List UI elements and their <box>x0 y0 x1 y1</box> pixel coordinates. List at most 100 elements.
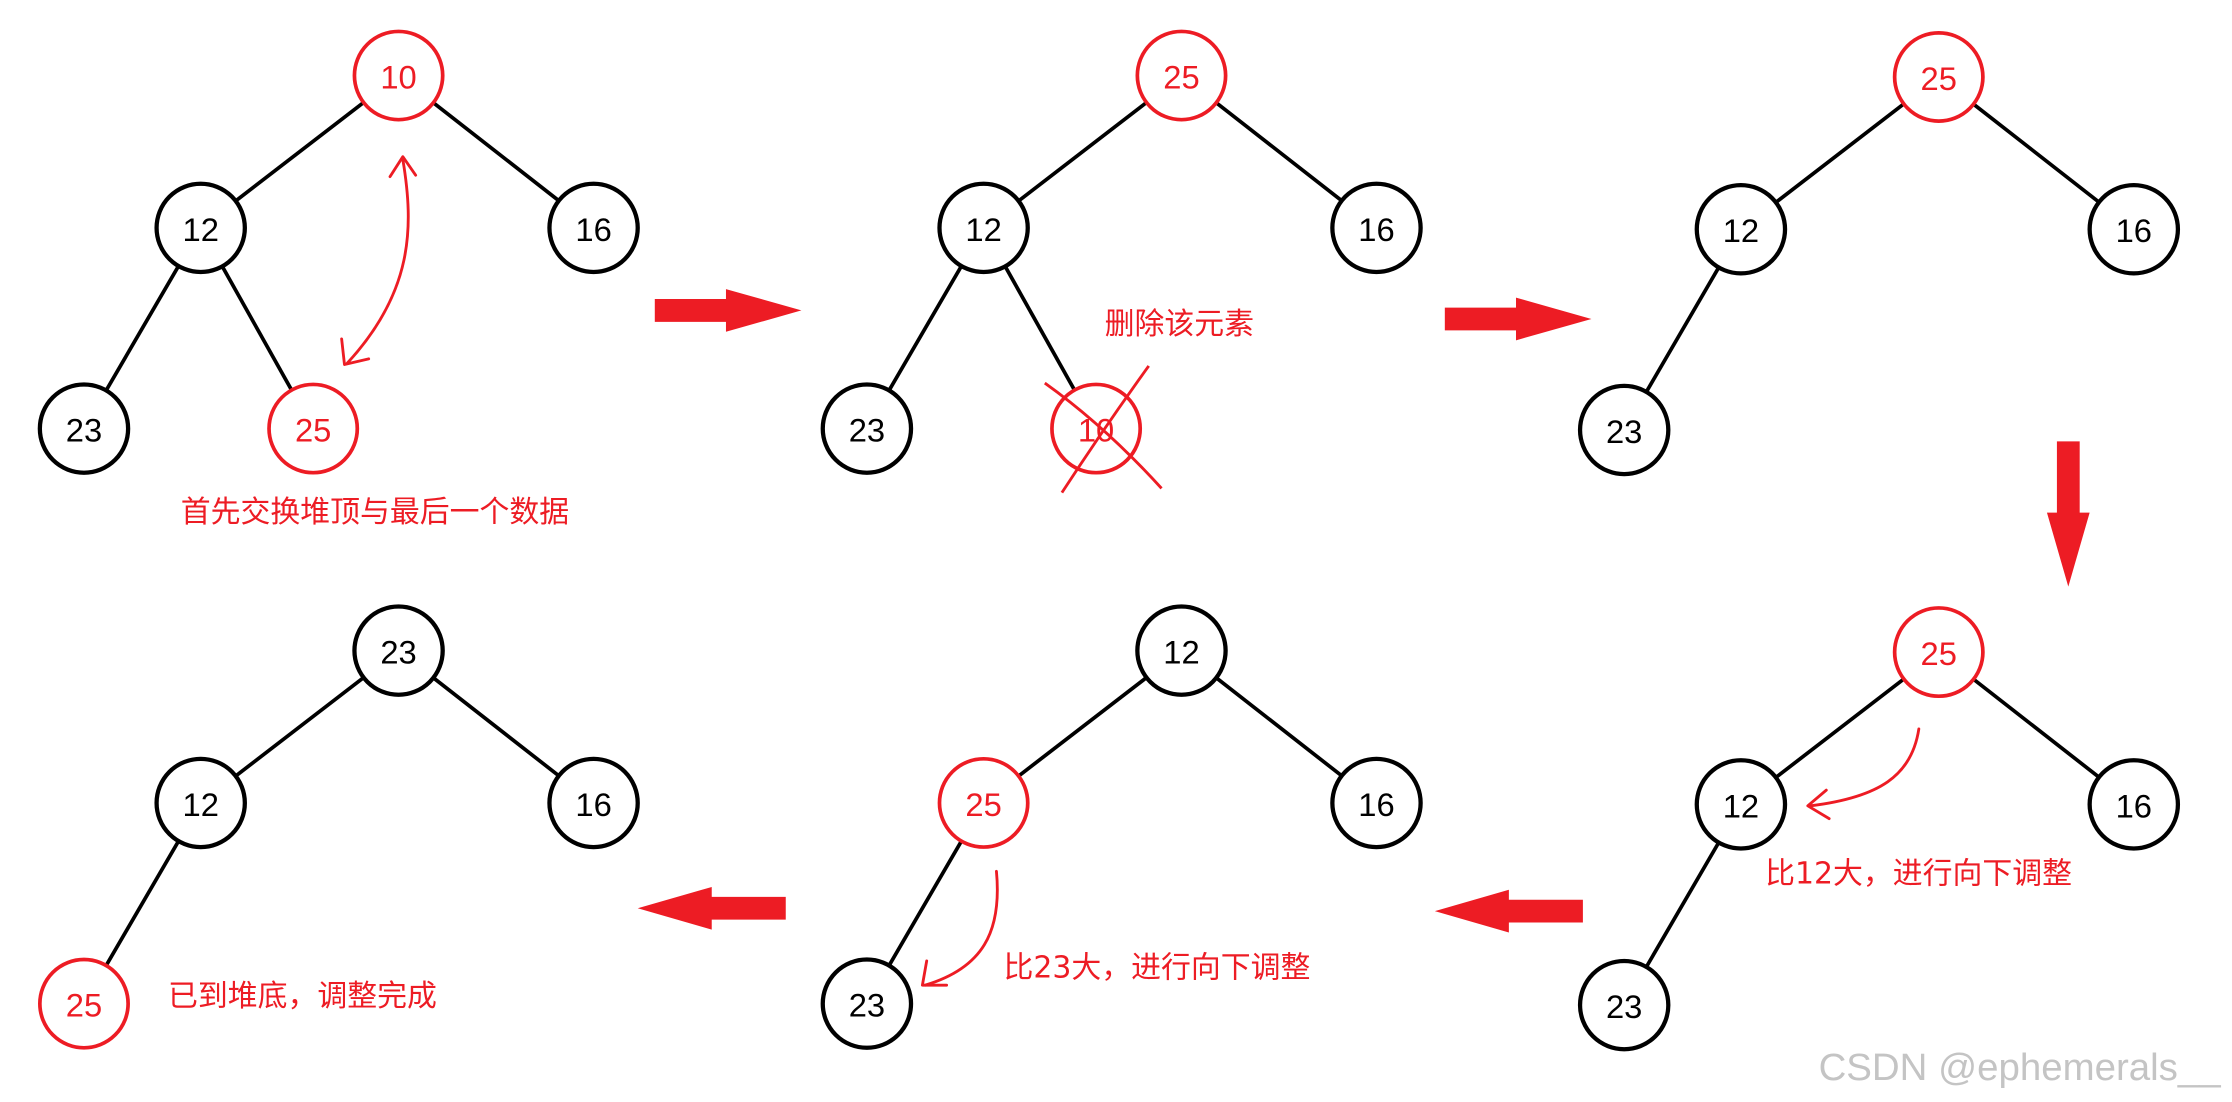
node-circle <box>547 756 640 850</box>
node-circle <box>820 957 914 1050</box>
step-panel-5: 12 25 16 23 比23大，进行向下调整 <box>820 604 1423 1050</box>
step-note: 比12大，进行向下调整 <box>1765 857 2072 892</box>
node-value: 12 <box>965 211 1001 248</box>
node-value: 12 <box>183 211 219 248</box>
node-value: 16 <box>2116 787 2152 824</box>
node-value: 23 <box>849 987 885 1024</box>
node-circle <box>267 382 360 475</box>
node-value: 16 <box>1358 786 1394 823</box>
node-value: 23 <box>380 634 416 671</box>
node-value: 12 <box>1723 787 1759 824</box>
tree-node: 25 <box>1892 31 1985 123</box>
watermark: CSDN @ephemerals__ <box>1819 1046 2222 1089</box>
compare-arrow <box>920 869 999 987</box>
node-value: 25 <box>965 786 1001 823</box>
cross-out-mark <box>1060 365 1150 494</box>
node-circle <box>547 181 640 275</box>
node-circle <box>1694 758 1788 851</box>
step-panel-4: 25 12 16 23 比12大，进行向下调整 <box>1577 606 2181 1052</box>
tree-node: 25 <box>1892 606 1985 699</box>
step-note: 比23大，进行向下调整 <box>1004 951 1311 986</box>
step-arrows <box>637 289 2090 933</box>
node-circle <box>1135 604 1228 697</box>
tree-node: 23 <box>1577 383 1671 477</box>
node-circle <box>1892 606 1985 699</box>
node-circle <box>1330 181 1423 275</box>
tree-node: 25 <box>937 756 1030 849</box>
tree-node: 12 <box>1135 604 1228 697</box>
tree-node: 23 <box>352 604 445 697</box>
step-arrow-right-icon <box>654 289 802 332</box>
tree-node: 12 <box>1694 758 1788 851</box>
arrowhead-icon <box>920 959 949 987</box>
node-value: 12 <box>183 786 219 823</box>
node-circle <box>1330 756 1423 850</box>
compare-arrow <box>1806 727 1921 821</box>
tree-node: 16 <box>2087 758 2181 851</box>
node-value: 23 <box>66 412 102 449</box>
node-circle <box>2087 758 2181 851</box>
node-circle <box>1694 183 1788 276</box>
node-value: 25 <box>295 412 331 449</box>
node-circle <box>352 29 445 122</box>
node-value: 12 <box>1723 212 1759 249</box>
tree-node: 16 <box>547 181 640 275</box>
node-value: 25 <box>1921 635 1957 672</box>
node-value: 23 <box>1606 988 1642 1025</box>
node-circle <box>37 382 131 475</box>
arrowhead-icon <box>340 337 371 366</box>
tree-node: 25 <box>38 957 130 1050</box>
node-value: 25 <box>1163 58 1199 95</box>
node-value: 25 <box>1921 60 1957 97</box>
node-value: 16 <box>1358 211 1394 248</box>
step-note: 首先交换堆顶与最后一个数据 <box>181 495 569 530</box>
tree-node: 25 <box>1135 29 1228 122</box>
tree-node: 16 <box>2087 183 2181 276</box>
node-circle <box>1577 958 1671 1052</box>
node-value: 10 <box>380 58 416 95</box>
node-circle <box>937 181 1030 275</box>
arrowhead-icon <box>1806 788 1831 821</box>
step-panel-3: 25 12 16 23 <box>1577 31 2181 477</box>
node-circle <box>38 957 130 1050</box>
step-arrow-left-icon <box>637 886 786 930</box>
node-circle <box>937 756 1030 849</box>
tree-node: 23 <box>820 957 914 1050</box>
step-arrow-left-icon <box>1434 889 1583 933</box>
tree-node: 25 <box>267 382 360 475</box>
arrowhead-icon <box>388 155 418 179</box>
step-panel-6: 23 12 16 25 已到堆底，调整完成 <box>38 604 640 1050</box>
arrow-curve <box>923 869 999 987</box>
tree-node: 16 <box>547 756 640 850</box>
tree-node: 16 <box>1330 756 1423 850</box>
tree-node: 12 <box>154 181 247 275</box>
step-note: 已到堆底，调整完成 <box>168 979 437 1014</box>
tree-node: 23 <box>820 382 914 475</box>
swap-arrow <box>340 155 418 366</box>
node-value: 23 <box>849 412 885 449</box>
node-circle <box>2087 183 2181 276</box>
tree-node: 23 <box>1577 958 1671 1052</box>
arrow-curve <box>345 158 410 365</box>
node-circle <box>154 756 247 850</box>
node-circle <box>352 604 445 697</box>
tree-node: 12 <box>937 181 1030 275</box>
tree-node: 16 <box>1330 181 1423 275</box>
arrow-curve <box>1809 727 1921 808</box>
step-arrow-down-icon <box>2046 441 2090 587</box>
node-circle <box>154 181 247 275</box>
tree-node: 10 <box>352 29 445 122</box>
step-note: 删除该元素 <box>1105 307 1254 342</box>
node-value: 16 <box>575 786 611 823</box>
step-arrow-right-icon <box>1444 297 1592 341</box>
node-value: 12 <box>1163 634 1199 671</box>
node-value: 16 <box>575 211 611 248</box>
node-circle <box>1577 383 1671 477</box>
tree-node: 12 <box>1694 183 1788 276</box>
tree-node: 12 <box>154 756 247 850</box>
node-circle <box>1892 31 1985 123</box>
node-value: 16 <box>2116 212 2152 249</box>
